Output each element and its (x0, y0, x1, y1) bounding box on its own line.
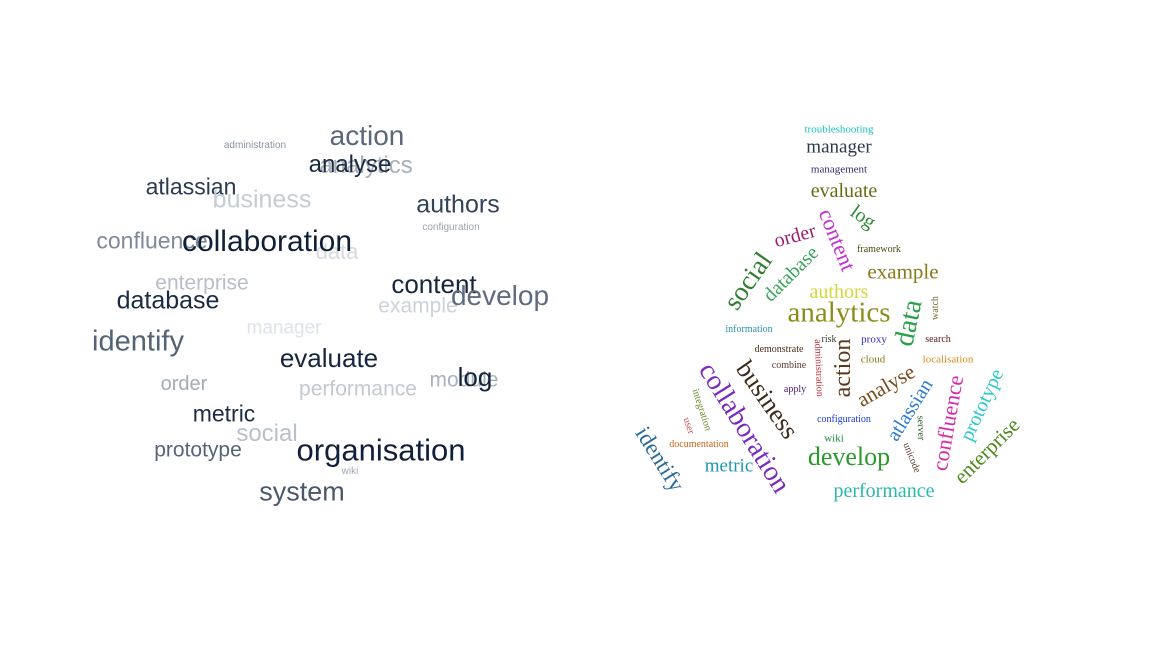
word: action (830, 338, 856, 398)
word: authors (416, 190, 500, 219)
word: wiki (824, 432, 844, 445)
word: risk (821, 334, 837, 345)
word: analyse (308, 151, 392, 178)
word: information (725, 324, 773, 335)
word: analytics (319, 152, 413, 179)
word: apply (783, 384, 807, 395)
word: unicode (900, 441, 923, 475)
word: configuration (817, 414, 871, 425)
word: evaluate (279, 343, 379, 373)
word: documentation (669, 439, 729, 450)
word: metric (704, 455, 754, 477)
word: module (429, 368, 499, 392)
word: user (680, 416, 697, 436)
word: combine (771, 360, 807, 371)
word: identify (92, 325, 184, 358)
word: administration (223, 140, 287, 151)
word: log (457, 362, 493, 392)
word: analytics (787, 296, 891, 329)
word: social (236, 420, 298, 447)
word: business (212, 185, 312, 214)
word: metric (192, 400, 256, 427)
word: configuration (422, 222, 480, 233)
word: action (329, 120, 405, 151)
word: develop (450, 280, 550, 311)
word: order (160, 373, 208, 395)
word: data (888, 296, 929, 349)
word: management (810, 163, 868, 176)
word: data (315, 239, 359, 264)
word: prototype (154, 438, 242, 462)
word: performance (299, 377, 417, 401)
word: cloud (860, 353, 886, 366)
word: evaluate (810, 180, 878, 202)
word: manager (806, 136, 872, 158)
word: watch (930, 296, 941, 320)
word: organisation (296, 432, 466, 468)
word: server (914, 415, 927, 441)
word: develop (807, 442, 891, 471)
word: collaboration (181, 225, 353, 258)
word: database (116, 286, 220, 315)
word: search (925, 334, 951, 345)
word: identify (630, 422, 690, 496)
word-cloud-right: troubleshooting manager management evalu… (580, 0, 1160, 660)
word: system (259, 476, 345, 507)
word: framework (857, 244, 901, 255)
word: example (867, 259, 939, 284)
word: authors (809, 281, 869, 303)
word: example (378, 294, 458, 318)
word: proxy (861, 333, 887, 346)
word: content (391, 269, 477, 299)
word: localisation (922, 353, 974, 366)
word: troubleshooting (804, 123, 874, 136)
word: enterprise (155, 271, 249, 295)
word-cloud-left: administration analytics action analyse … (92, 120, 550, 507)
word: confluence (96, 227, 208, 254)
word: performance (833, 480, 935, 502)
word: demonstrate (754, 344, 804, 355)
word: atlassian (145, 173, 237, 200)
word: administration (811, 338, 826, 398)
word: manager (246, 317, 322, 339)
word: wiki (341, 466, 359, 477)
word: log (846, 200, 880, 234)
